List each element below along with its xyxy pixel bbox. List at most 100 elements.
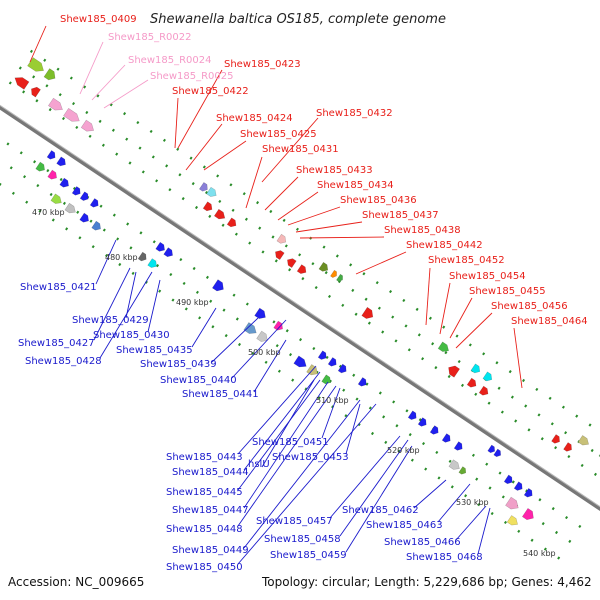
gene-arrow: [521, 508, 534, 520]
gene-label[interactable]: Shew185_0444: [172, 467, 249, 478]
gene-label[interactable]: Shew185_0435: [116, 345, 193, 356]
gene-label[interactable]: Shew185_0423: [224, 59, 301, 70]
gene-arrow: [336, 273, 343, 282]
gene-label[interactable]: Shew185_0434: [317, 180, 394, 191]
gene-arrow: [31, 86, 41, 98]
leader-line: [449, 297, 473, 339]
leader-line: [437, 483, 471, 523]
gene-label[interactable]: Shew185_0436: [340, 195, 417, 206]
kbp-tick-530: 530 kbp: [456, 498, 489, 507]
gene-label[interactable]: Shew185_0464: [511, 316, 588, 327]
gene-arrow-shape: [256, 330, 268, 342]
gene-label[interactable]: Shew185_0447: [172, 505, 249, 516]
gene-label[interactable]: Shew185_0449: [172, 545, 249, 556]
gene-arrow: [59, 177, 69, 188]
topology-text: Topology: circular; Length: 5,229,686 bp…: [261, 575, 592, 589]
gene-label[interactable]: hslU: [248, 459, 270, 470]
leader-line: [439, 282, 451, 335]
gene-label[interactable]: Shew185_0439: [140, 359, 217, 370]
gene-label[interactable]: Shew185_0456: [491, 301, 568, 312]
gene-arrow-shape: [551, 434, 560, 444]
gene-label[interactable]: Shew185_0428: [25, 356, 102, 367]
gene-arrow-shape: [273, 320, 283, 331]
gene-label[interactable]: Shew185_0459: [270, 550, 347, 561]
gene-arrow: [202, 201, 213, 212]
gene-label[interactable]: Shew185_0425: [240, 129, 317, 140]
leader-line: [237, 365, 317, 455]
leader-line: [299, 236, 385, 239]
leader-line: [277, 191, 319, 221]
gene-arrow: [503, 474, 513, 485]
gene-label[interactable]: Shew185_0458: [264, 534, 341, 545]
leader-line: [243, 371, 321, 471]
gene-arrow-shape: [206, 186, 217, 197]
gene-label[interactable]: Shew185_0455: [469, 286, 546, 297]
gene-label[interactable]: Shew185_0453: [272, 452, 349, 463]
gene-arrow: [273, 320, 283, 331]
gene-label[interactable]: Shew185_0424: [216, 113, 293, 124]
gene-arrow: [453, 441, 463, 451]
rna-label[interactable]: Shew185_R0025: [150, 71, 234, 82]
gene-label[interactable]: Shew185_0433: [296, 165, 373, 176]
gene-label[interactable]: Shew185_0468: [406, 552, 483, 563]
gene-arrow: [306, 364, 318, 376]
gene-label[interactable]: Shew185_0421: [20, 282, 97, 293]
leader-line: [425, 267, 431, 326]
gene-arrow-shape: [137, 251, 147, 262]
gene-label[interactable]: Shew185_0466: [384, 537, 461, 548]
gene-arrow-shape: [287, 258, 297, 269]
gene-label[interactable]: Shew185_0457: [256, 516, 333, 527]
gene-arrow-shape: [506, 515, 518, 526]
gene-label[interactable]: Shew185_0409: [60, 14, 137, 25]
gene-label[interactable]: Shew185_0448: [166, 524, 243, 535]
gene-arrow-shape: [478, 385, 489, 396]
gene-label[interactable]: Shew185_0432: [316, 108, 393, 119]
gene-arrow-shape: [47, 169, 57, 180]
gene-arrow-shape: [429, 425, 439, 435]
gene-label[interactable]: Shew185_0440: [160, 375, 237, 386]
leader-line: [203, 140, 247, 171]
rna-label[interactable]: Shew185_R0022: [108, 32, 192, 43]
gene-label[interactable]: Shew185_0422: [172, 86, 249, 97]
gene-label[interactable]: Shew185_0427: [18, 338, 95, 349]
gene-arrow: [275, 250, 285, 260]
rna-label[interactable]: Shew185_R0024: [128, 55, 212, 66]
gene-label[interactable]: Shew185_0445: [166, 487, 243, 498]
gene-label[interactable]: Shew185_0451: [252, 437, 329, 448]
gene-arrow: [458, 466, 467, 475]
gene-label[interactable]: Shew185_0438: [384, 225, 461, 236]
leader-line: [455, 505, 487, 541]
gene-label[interactable]: Shew185_0430: [93, 330, 170, 341]
gene-arrow: [361, 306, 374, 319]
gene-label[interactable]: Shew185_0443: [166, 452, 243, 463]
gene-label[interactable]: Shew185_0452: [428, 255, 505, 266]
gene-label[interactable]: Shew185_0437: [362, 210, 439, 221]
gene-label[interactable]: Shew185_0462: [342, 505, 419, 516]
accession-text: Accession: NC_009665: [8, 575, 144, 589]
gene-arrow-shape: [458, 466, 467, 475]
gene-arrow-shape: [357, 377, 367, 387]
gene-arrow-shape: [336, 273, 343, 282]
gene-label[interactable]: Shew185_0463: [366, 520, 443, 531]
gene-label[interactable]: Shew185_0450: [166, 562, 243, 573]
gene-arrow-shape: [441, 433, 451, 443]
gene-label[interactable]: Shew185_0441: [182, 389, 259, 400]
gene-label[interactable]: Shew185_0431: [262, 144, 339, 155]
gene-arrow: [137, 251, 147, 262]
gene-arrow-shape: [46, 150, 56, 160]
gene-arrow-shape: [330, 269, 337, 278]
gene-label[interactable]: Shew185_0454: [449, 271, 526, 282]
gene-label[interactable]: Shew185_0442: [406, 240, 483, 251]
gene-arrow: [513, 481, 523, 491]
gene-arrow: [43, 68, 56, 81]
gene-arrow: [448, 459, 460, 470]
gene-arrow-shape: [448, 459, 460, 470]
gene-arrow: [437, 341, 449, 352]
gene-arrow: [63, 107, 80, 122]
gene-label[interactable]: Shew185_0429: [72, 315, 149, 326]
gene-arrow-shape: [306, 364, 318, 376]
leader-line: [287, 206, 341, 226]
gene-arrow-shape: [417, 417, 427, 427]
